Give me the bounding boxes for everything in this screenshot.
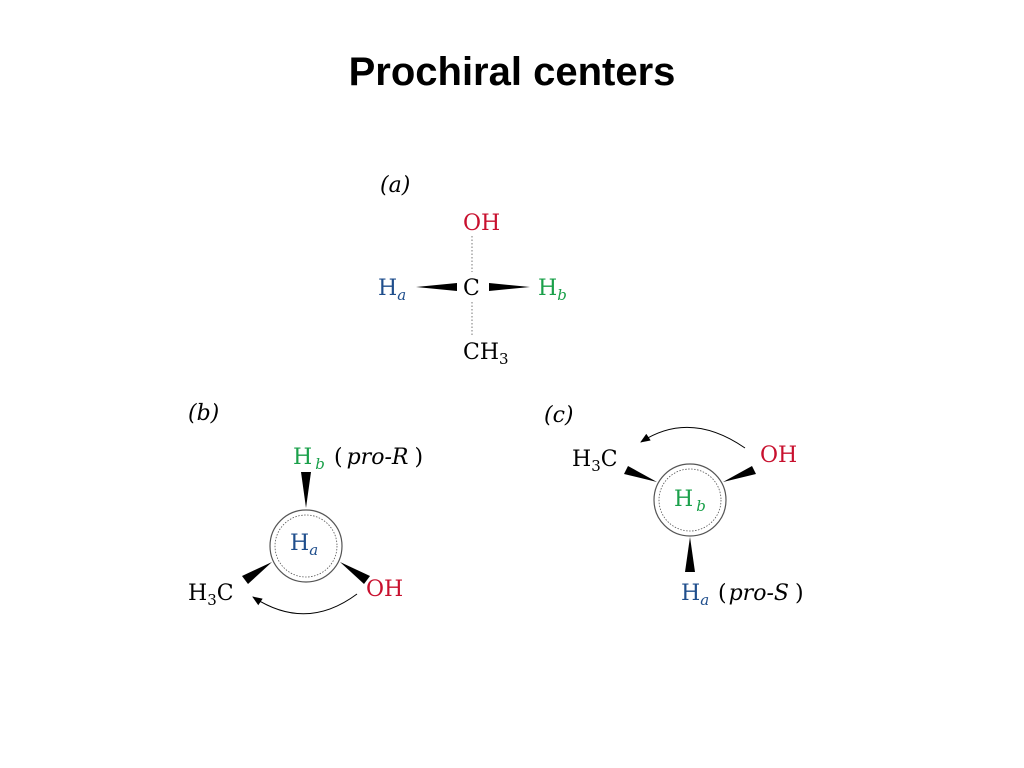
panel-c-wedge-bottom [685, 537, 695, 572]
panel-c-newman-outer-circle [653, 463, 727, 537]
panel-b-ha: Ha [290, 531, 318, 559]
panel-a: (a) OH C Ha Hb CH3 [378, 173, 567, 368]
panel-a-label: (a) [380, 173, 410, 198]
panel-b-oh: OH [366, 577, 403, 602]
panel-b-wedge-left [242, 562, 272, 584]
panel-b-newman-outer-circle [269, 509, 343, 583]
panel-b-newman-inner-circle [274, 514, 338, 578]
panel-c-wedge-right [723, 466, 756, 482]
panel-b-rotation-arrow [252, 593, 358, 615]
panel-c-oh: OH [760, 443, 797, 468]
panel-a-wedge-right [489, 283, 530, 291]
panel-a-ha: Ha [378, 276, 406, 304]
panel-a-oh: OH [463, 211, 500, 236]
panel-c-label: (c) [544, 403, 574, 428]
panel-a-hb: Hb [538, 276, 567, 304]
panel-b-wedge-right [340, 562, 370, 584]
panel-b-h3c: H3C [188, 581, 234, 609]
panel-b-wedge-top [301, 472, 311, 508]
panel-c-wedge-left [624, 466, 657, 482]
panel-c-pro-s-annotation: (pro-S) [718, 581, 804, 606]
panel-b-label: (b) [188, 401, 219, 426]
panel-a-ch3: CH3 [463, 340, 509, 368]
panel-c-rotation-arrow [640, 426, 746, 449]
panel-c-h3c: H3C [572, 447, 618, 475]
panel-b-pro-r-annotation: (pro-R) [334, 445, 423, 470]
panel-a-carbon: C [463, 276, 480, 301]
panel-c-ha: Ha [681, 581, 709, 609]
slide-title: Prochiral centers [348, 50, 676, 94]
panel-c-newman-inner-circle [658, 468, 722, 532]
panel-a-wedge-left [416, 283, 457, 291]
